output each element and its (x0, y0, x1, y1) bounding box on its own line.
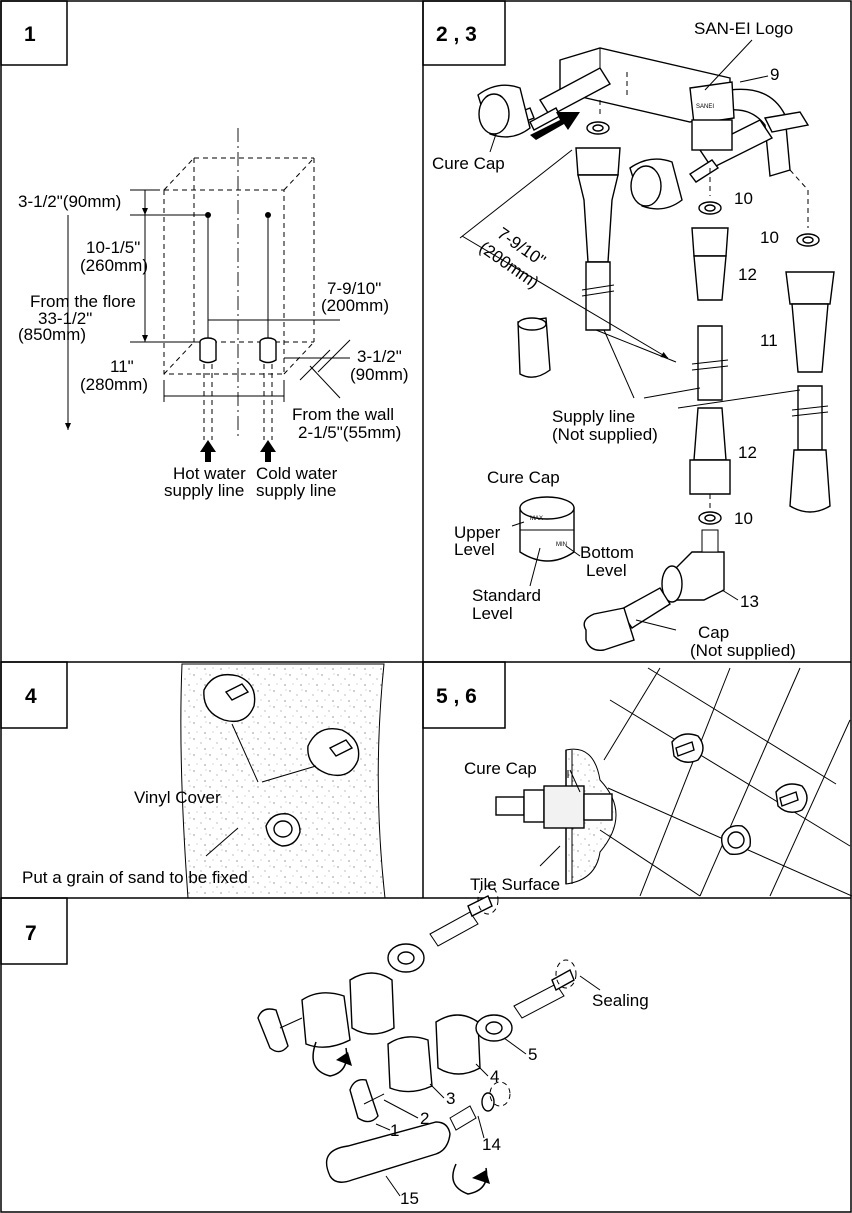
mark-min: MIN (556, 542, 567, 548)
dim-width-a: 11" (110, 357, 134, 376)
panel-number-4: 4 (25, 685, 37, 708)
standard-level-a: Standard (472, 586, 541, 605)
cap-a: Cap (698, 623, 729, 642)
panel-1-dimension-drawing (65, 128, 351, 462)
panel-7-drawing (257, 885, 601, 1195)
panel-2-3-drawing (459, 47, 835, 651)
bottom-level-b: Level (586, 561, 627, 580)
panel-7-labels: Sealing 1 2 3 4 5 14 15 (375, 991, 649, 1208)
part-12b: 12 (738, 443, 757, 462)
panel-number-boxes (0, 0, 506, 965)
dim-floor-a: From the flore (30, 292, 136, 311)
sealing-label: Sealing (592, 991, 649, 1010)
dim-v1b: (260mm) (80, 256, 148, 275)
dim-wall-a: From the wall (292, 405, 394, 424)
part-13: 13 (740, 592, 759, 611)
mark-brand: SANEI (696, 104, 714, 110)
sand-label: Put a grain of sand to be fixed (22, 868, 248, 887)
panel-1-labels: 3-1/2"(90mm) 10-1/5" (260mm) From the fl… (18, 192, 409, 500)
cure-cap-label-56: Cure Cap (464, 759, 537, 778)
part-14: 14 (482, 1135, 501, 1154)
dim-floor-b: 33-1/2" (38, 309, 92, 328)
part-2: 2 (420, 1109, 429, 1128)
part-11: 11 (760, 331, 778, 350)
detail-title: Cure Cap (487, 468, 560, 487)
tile-surface-label: Tile Surface (470, 875, 560, 894)
part-12a: 12 (738, 265, 757, 284)
part-4: 4 (490, 1067, 499, 1086)
cure-cap-label: Cure Cap (432, 154, 505, 173)
cap-b: (Not supplied) (690, 641, 796, 660)
hot-line-b: supply line (164, 481, 244, 500)
panel-number-7: 7 (25, 922, 37, 945)
part-9: 9 (770, 65, 779, 84)
part-5: 5 (528, 1045, 537, 1064)
panel-5-6-drawing (495, 667, 852, 897)
hot-line-a: Hot water (173, 464, 246, 483)
part-10c: 10 (734, 509, 753, 528)
part-1: 1 (390, 1121, 399, 1140)
supply-line-a: Supply line (552, 407, 635, 426)
standard-level-b: Level (472, 604, 513, 623)
dim-wall-b: 2-1/5"(55mm) (298, 423, 401, 442)
dim-pitch-b: (200mm) (321, 296, 389, 315)
panel-number-1: 1 (24, 23, 36, 46)
dim-depth-a: 3-1/2" (357, 347, 402, 366)
vinyl-cover-label: Vinyl Cover (134, 788, 221, 807)
part-15: 15 (400, 1189, 419, 1208)
panel-4-drawing (180, 663, 386, 899)
panel-number-2-3: 2 , 3 (436, 23, 477, 46)
part-10b: 10 (760, 228, 779, 247)
cold-line-b: supply line (256, 481, 336, 500)
dim-top: 3-1/2"(90mm) (18, 192, 121, 211)
dim-pitch-a: 7-9/10" (327, 279, 381, 298)
mark-max: MAX (530, 516, 543, 522)
dim-depth-b: (90mm) (350, 365, 409, 384)
part-3: 3 (446, 1089, 455, 1108)
bottom-level-a: Bottom (580, 543, 634, 562)
dim-v1a: 10-1/5" (86, 238, 140, 257)
upper-level-b: Level (454, 540, 495, 559)
dim-width-b: (280mm) (80, 375, 148, 394)
logo-label: SAN-EI Logo (694, 19, 793, 38)
upper-level-a: Upper (454, 523, 501, 542)
part-10a: 10 (734, 189, 753, 208)
dim-floor-c: (850mm) (18, 325, 86, 344)
panel-number-5-6: 5 , 6 (436, 685, 477, 708)
cold-line-a: Cold water (256, 464, 338, 483)
supply-line-b: (Not supplied) (552, 425, 658, 444)
